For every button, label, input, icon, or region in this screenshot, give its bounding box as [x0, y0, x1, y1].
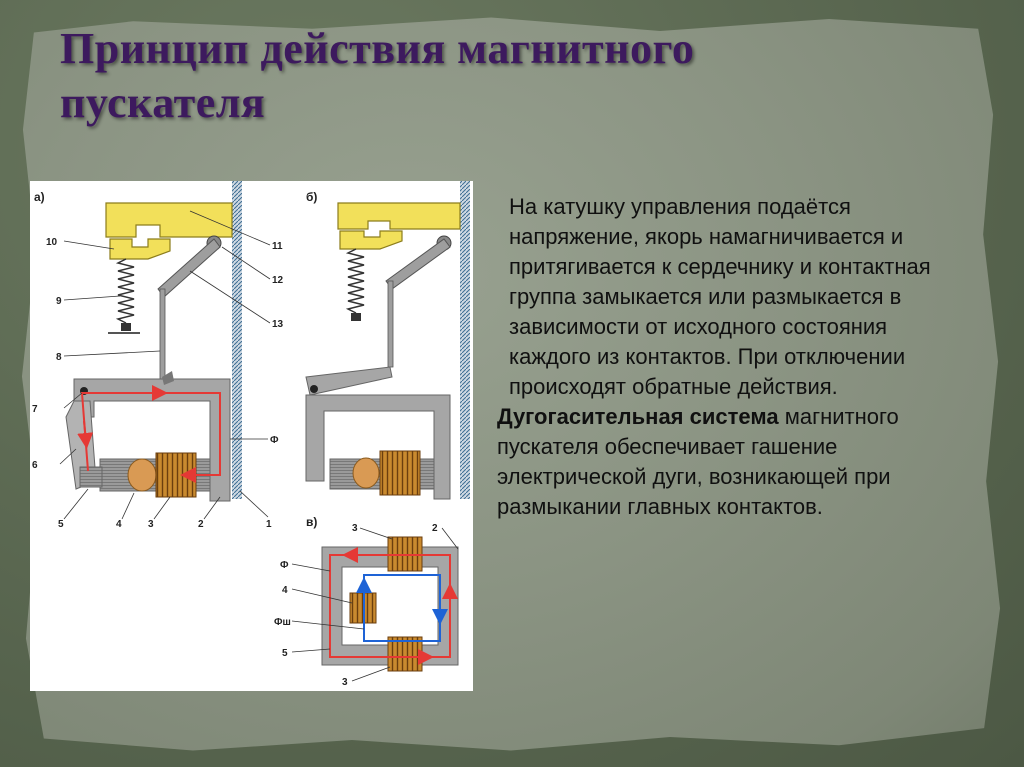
slide-title: Принцип действия магнитного пускателя [60, 22, 694, 130]
mounting-rail-b [460, 181, 470, 499]
label-phi: Ф [270, 435, 279, 446]
flux-arrow-down [77, 420, 94, 449]
bottom-coil [387, 636, 423, 672]
armature-pivot-b [310, 385, 318, 393]
moving-contact-b [339, 230, 403, 250]
shading-ring [79, 466, 103, 488]
spring-b [345, 248, 365, 314]
coil-front-b [352, 457, 380, 489]
label-3: 3 [148, 519, 154, 530]
label-9: 9 [56, 296, 62, 307]
starter-diagram-svg: а) [32, 181, 470, 688]
label-8: 8 [56, 352, 62, 363]
spring-base-b [351, 313, 361, 321]
label-10: 10 [46, 237, 58, 248]
panel-a-label: а) [34, 190, 45, 204]
label-12: 12 [272, 275, 284, 286]
label-2: 2 [198, 519, 204, 530]
starter-diagram: а) [30, 181, 473, 691]
label-5: 5 [58, 519, 64, 530]
flux-path [80, 392, 221, 483]
spring [115, 258, 135, 324]
title-line-2: пускателя [60, 78, 266, 127]
rod-bracket [162, 371, 174, 385]
rod-b [387, 280, 394, 368]
panel-b-label: б) [306, 190, 317, 204]
lever-b [385, 238, 451, 290]
label-v-5: 5 [282, 648, 288, 659]
magnet-core-b [305, 394, 451, 500]
label-v-3-bottom: 3 [342, 677, 348, 688]
control-coil-b [379, 450, 421, 496]
panel-v: в) 3 2 Ф 4 [274, 515, 459, 688]
fixed-contact-b [337, 202, 461, 230]
spring-base [121, 323, 131, 331]
coil-front [127, 458, 157, 492]
arc-system-term: Дугогасительная система [497, 404, 779, 429]
label-v-3-top: 3 [352, 523, 358, 534]
panel-a: а) [32, 181, 284, 530]
moving-contact [109, 238, 171, 260]
label-11: 11 [272, 241, 283, 252]
rod [159, 288, 166, 380]
arc-system-description: магнитного пускателя обеспечивает гашени… [497, 404, 899, 519]
label-6: 6 [32, 460, 38, 471]
label-4: 4 [116, 519, 122, 530]
description-text: На катушку управления подаётся напряжени… [497, 192, 972, 522]
panel-b: б) [305, 181, 470, 500]
label-v-phi-sh: Фш [274, 617, 291, 628]
description-paragraph-2: Дугогасительная система магнитного пуска… [497, 402, 972, 522]
description-paragraph-1: На катушку управления подаётся напряжени… [509, 194, 931, 399]
title-line-1: Принцип действия магнитного [60, 24, 695, 73]
label-v-2: 2 [432, 523, 438, 534]
label-13: 13 [272, 319, 284, 330]
label-v-4: 4 [282, 585, 288, 596]
label-7: 7 [32, 404, 38, 415]
armature-b [305, 366, 393, 396]
fixed-contact [105, 202, 233, 238]
panel-v-label: в) [306, 515, 317, 529]
mounting-rail [232, 181, 242, 499]
leader-lines-v [291, 527, 459, 682]
label-1: 1 [266, 519, 272, 530]
label-v-phi: Ф [280, 560, 289, 571]
leader-lines-a [59, 210, 271, 520]
